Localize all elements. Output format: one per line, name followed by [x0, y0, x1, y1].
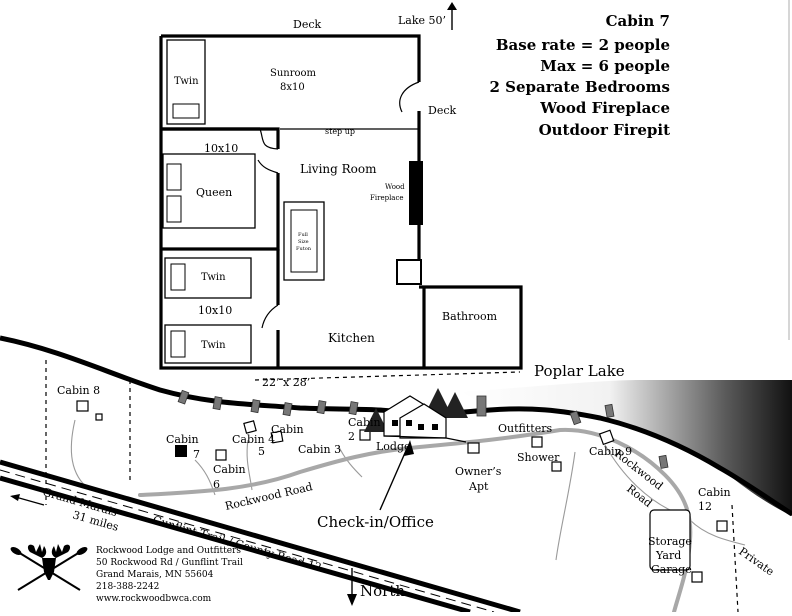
cabin-12-building — [716, 520, 728, 532]
bathroom-label: Bathroom — [442, 310, 498, 323]
lake-label: Poplar Lake — [534, 362, 625, 380]
futon — [283, 201, 325, 281]
storage-yard-label: Storage — [648, 535, 692, 548]
floor-plan-labels: Deck Deck Lake 50’ Twin Sunroom 8x10 ste… — [174, 14, 498, 389]
cabin-12-number: 12 — [698, 500, 712, 513]
shower-building — [551, 461, 562, 472]
queen-label: Queen — [196, 186, 232, 199]
cabin-8-label: Cabin 8 — [57, 384, 100, 397]
cabin-9-building — [598, 429, 615, 446]
north-arrow-icon — [347, 568, 357, 606]
private-label: Private — [736, 545, 776, 579]
owners-apt-label: Owner’s — [455, 465, 502, 478]
futon-label-1: Full — [298, 232, 308, 238]
futon-label-2: Size — [298, 239, 309, 245]
lake-distance-label: Lake 50’ — [398, 14, 446, 27]
cabin-title: Cabin 7 — [606, 12, 670, 30]
info-line-5: Outdoor Firepit — [539, 121, 671, 139]
twin-sunroom-label: Twin — [174, 76, 199, 87]
deck-top-label: Deck — [293, 18, 321, 31]
cabin-5-building — [243, 420, 257, 434]
contact-block: Rockwood Lodge and Outfitters 50 Rockwoo… — [96, 546, 243, 604]
gunflint-trail-highway — [0, 459, 521, 615]
rockwood-road-label: Rockwood Road — [224, 480, 314, 513]
cabin-8-building — [76, 400, 89, 412]
lodge-illustration — [364, 388, 468, 443]
cabin-7-building — [175, 445, 187, 457]
cabin-5-number: 5 — [258, 445, 265, 458]
cabin-3-label: Cabin 3 — [298, 443, 341, 456]
twin-b-label: Twin — [201, 340, 226, 351]
sunroom-size: 8x10 — [280, 82, 305, 93]
cabin-4-label: Cabin — [271, 423, 304, 436]
garage-building — [691, 571, 703, 583]
cabin-info-block: Cabin 7 Base rate = 2 people Max = 6 peo… — [490, 12, 671, 139]
twin-bed-sunroom — [166, 39, 206, 125]
dimensions-label: 22’ x 28’ — [262, 376, 310, 389]
info-line-4: Wood Fireplace — [539, 99, 670, 117]
property-lines — [45, 360, 739, 613]
storage-yard-label-2: Yard — [655, 549, 681, 562]
checkin-arrow-icon — [379, 440, 414, 511]
checkin-label: Check-in/Office — [317, 513, 434, 531]
cabin-2-number: 2 — [348, 430, 355, 443]
deck-right-label: Deck — [428, 104, 456, 117]
moose-paddle-logo-icon — [10, 544, 88, 591]
owners-apt-label-2: Apt — [468, 480, 489, 493]
step-up-label: step up — [325, 127, 355, 136]
bedroom-2-size: 10x10 — [198, 304, 232, 317]
garage-label: Garage — [651, 563, 692, 576]
contact-line-5: www.rockwoodbwca.com — [96, 594, 212, 604]
poplar-lake-water — [460, 380, 792, 516]
outfitters-building — [531, 436, 543, 448]
cabin-4-building — [270, 430, 284, 444]
cabin-8-shed — [95, 413, 103, 421]
cabin-7-label: Cabin — [166, 433, 199, 446]
outfitters-label: Outfitters — [498, 422, 552, 435]
cabin-6-building — [215, 449, 227, 461]
buildings — [76, 400, 728, 583]
twin-bed-a — [164, 257, 252, 299]
cabin-6-number: 6 — [213, 478, 220, 491]
kitchen-label: Kitchen — [328, 331, 375, 345]
owners-apt-building — [467, 442, 480, 454]
docks — [177, 389, 669, 469]
cabin-5-label: Cabin 4 — [232, 433, 275, 446]
futon-label-3: Futon — [296, 246, 312, 252]
cabin-7-number: 7 — [193, 448, 200, 461]
storage-yard-area — [649, 509, 691, 571]
info-line-3: 2 Separate Bedrooms — [490, 78, 671, 96]
cabin-12-label: Cabin — [698, 486, 731, 499]
cabin-7-floor-plan — [159, 34, 523, 370]
wood-fireplace-icon — [409, 161, 423, 225]
queen-bed — [162, 153, 256, 229]
info-line-2: Max = 6 people — [540, 57, 670, 75]
cabin-6-label: Cabin — [213, 463, 246, 476]
grand-marais-arrow-icon — [10, 494, 45, 506]
info-line-1: Base rate = 2 people — [496, 36, 670, 54]
bedroom-1-size: 10x10 — [204, 142, 238, 155]
cabin-9-label: Cabin 9 — [589, 445, 632, 458]
contact-line-3: Grand Marais, MN 55604 — [96, 570, 214, 580]
lake-arrow-icon — [447, 2, 457, 30]
cabin-2-label: Cabin — [348, 416, 381, 429]
fireplace-label-2: Fireplace — [370, 194, 404, 202]
contact-line-1: Rockwood Lodge and Outfitters — [96, 546, 241, 556]
north-label: North — [360, 582, 405, 600]
twin-a-label: Twin — [201, 272, 226, 283]
sunroom-label: Sunroom — [270, 68, 317, 79]
twin-bed-b — [164, 324, 252, 364]
contact-line-2: 50 Rockwood Rd / Gunflint Trail — [96, 558, 243, 568]
lodge-label: Lodge — [376, 440, 411, 453]
shower-label: Shower — [517, 451, 560, 464]
contact-line-4: 218-388-2242 — [96, 582, 159, 592]
living-room-label: Living Room — [300, 162, 377, 176]
fireplace-label-1: Wood — [385, 183, 405, 191]
